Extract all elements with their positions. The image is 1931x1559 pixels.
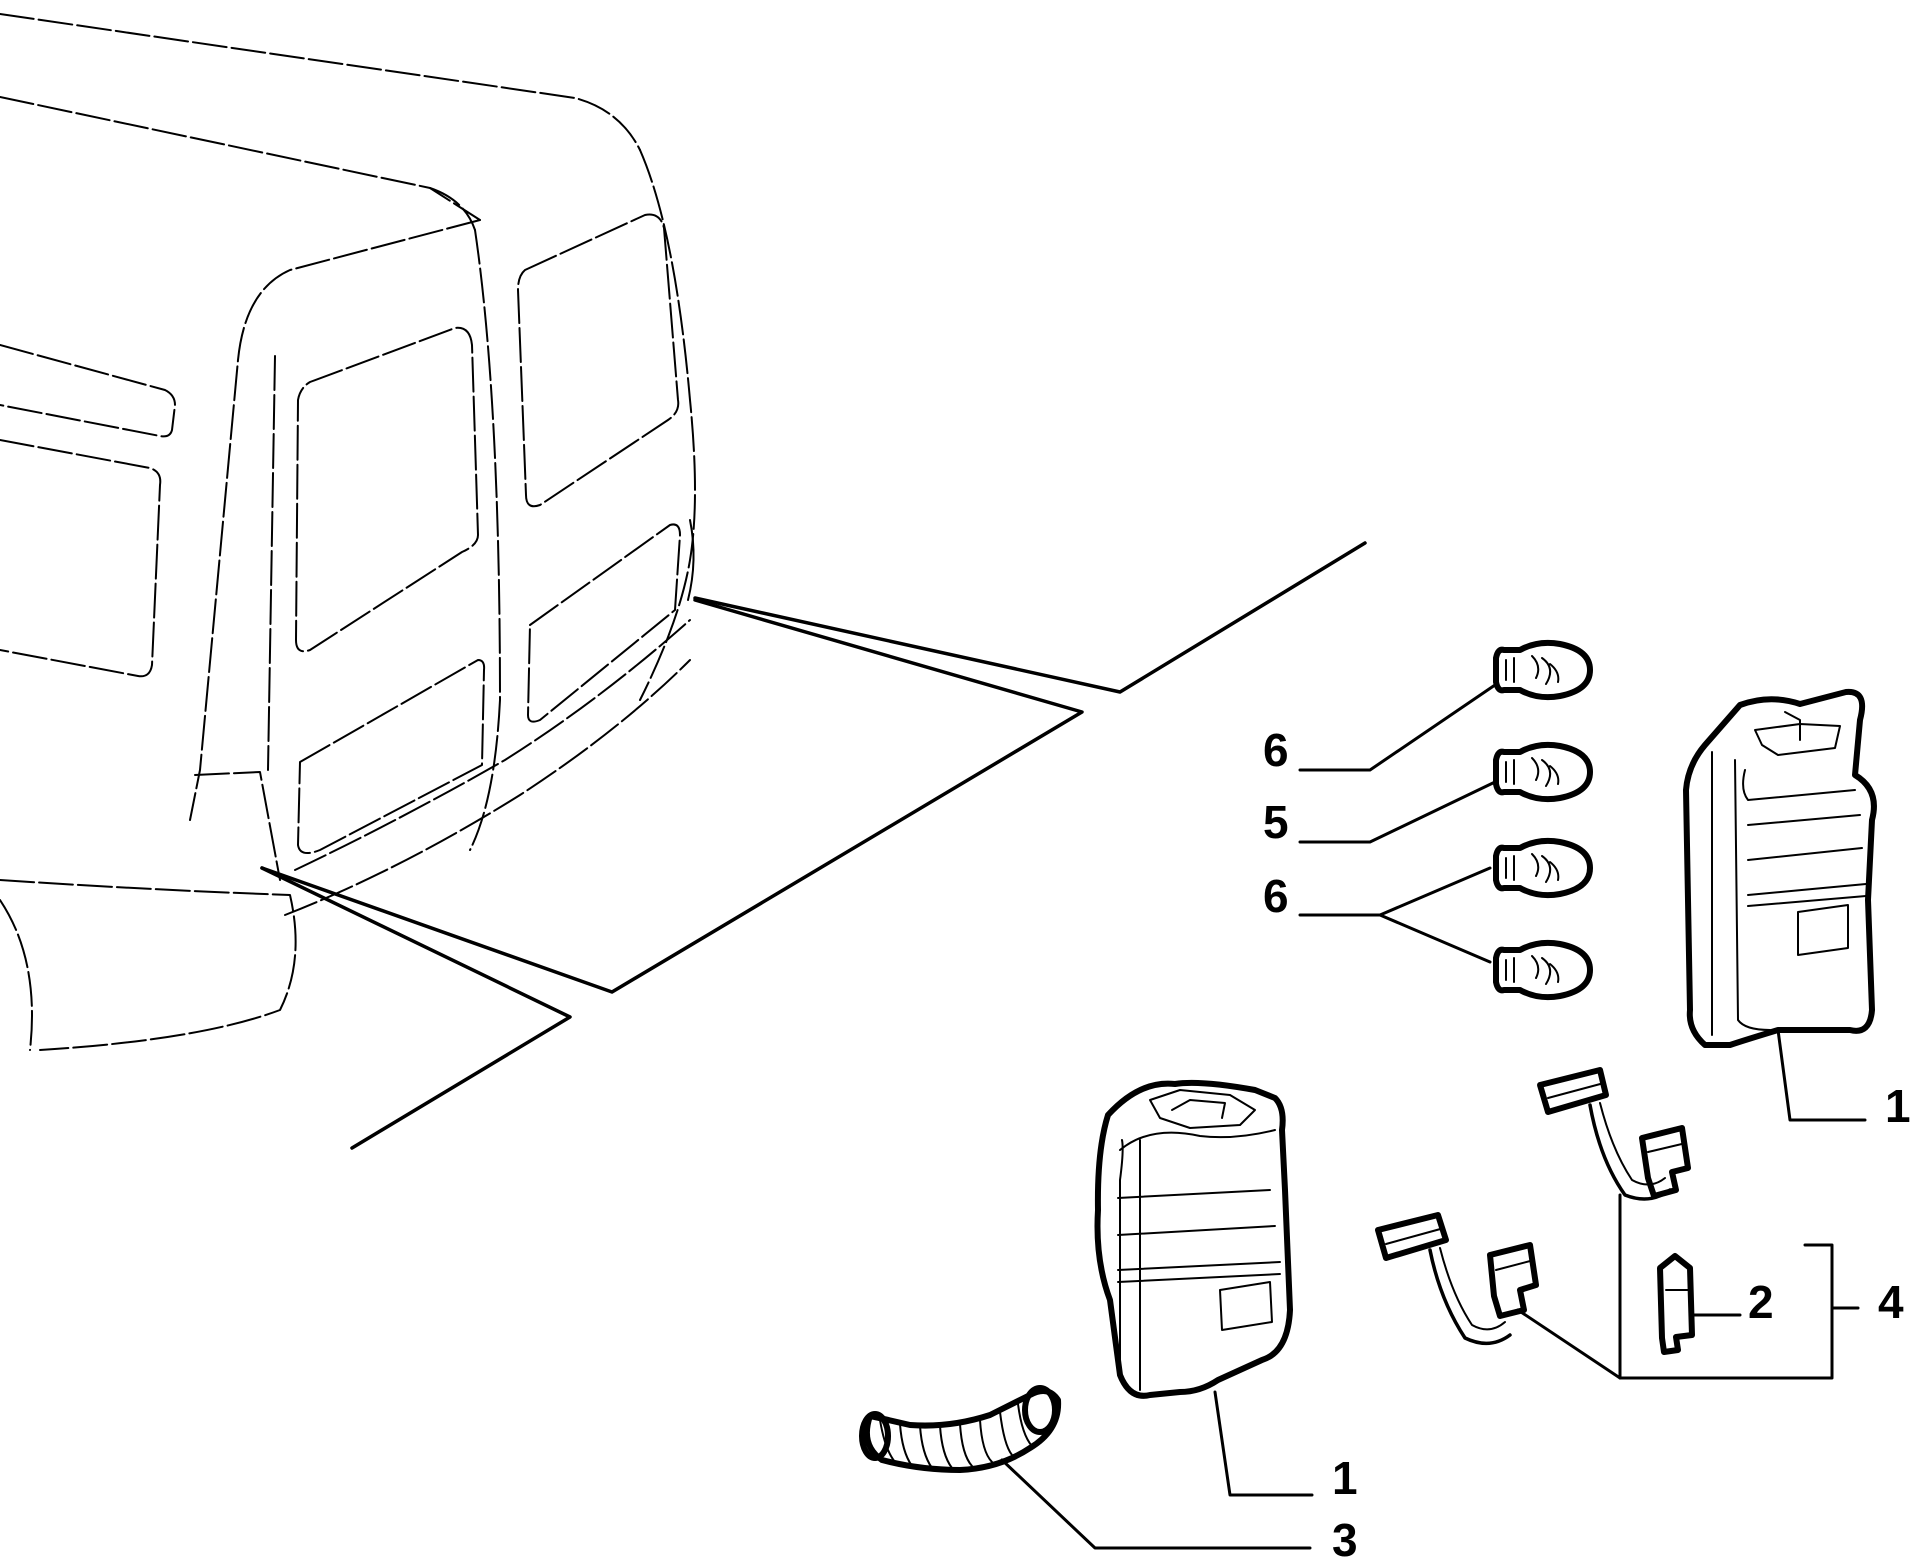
callout-3: 3 xyxy=(1332,1514,1358,1559)
bulb-leaders xyxy=(1298,683,1497,964)
bracket-group-4 xyxy=(1516,1193,1860,1380)
bayonet-bulb-icon xyxy=(1493,939,1593,1001)
callout-6-top: 6 xyxy=(1263,724,1289,776)
van-rear-illustration xyxy=(0,13,696,1051)
rubber-grommet-icon xyxy=(859,1385,1062,1473)
callout-2: 2 xyxy=(1748,1276,1774,1328)
callout-labels: 6 5 6 1 2 4 1 3 xyxy=(1263,724,1911,1559)
bulb-holder-clip-icon xyxy=(1657,1253,1695,1355)
bayonet-bulb-icon xyxy=(1493,837,1593,899)
tail-lamp-left-icon xyxy=(1094,1079,1293,1399)
tail-lamp-right-icon xyxy=(1683,688,1877,1048)
callout-6-pair: 6 xyxy=(1263,870,1289,922)
bayonet-bulb-icon xyxy=(1493,741,1593,803)
callout-4: 4 xyxy=(1878,1276,1904,1328)
callout-1-left: 1 xyxy=(1332,1452,1358,1504)
wiring-connector-icon xyxy=(1375,1212,1539,1345)
bulb-group xyxy=(1493,639,1593,1001)
leader-lines-van xyxy=(260,541,1367,1150)
callout-5: 5 xyxy=(1263,796,1289,848)
callout-1-right: 1 xyxy=(1885,1080,1911,1132)
part-leaders xyxy=(1000,1028,1867,1550)
bayonet-bulb-icon xyxy=(1493,639,1593,701)
wiring-connector-icon xyxy=(1537,1067,1691,1201)
